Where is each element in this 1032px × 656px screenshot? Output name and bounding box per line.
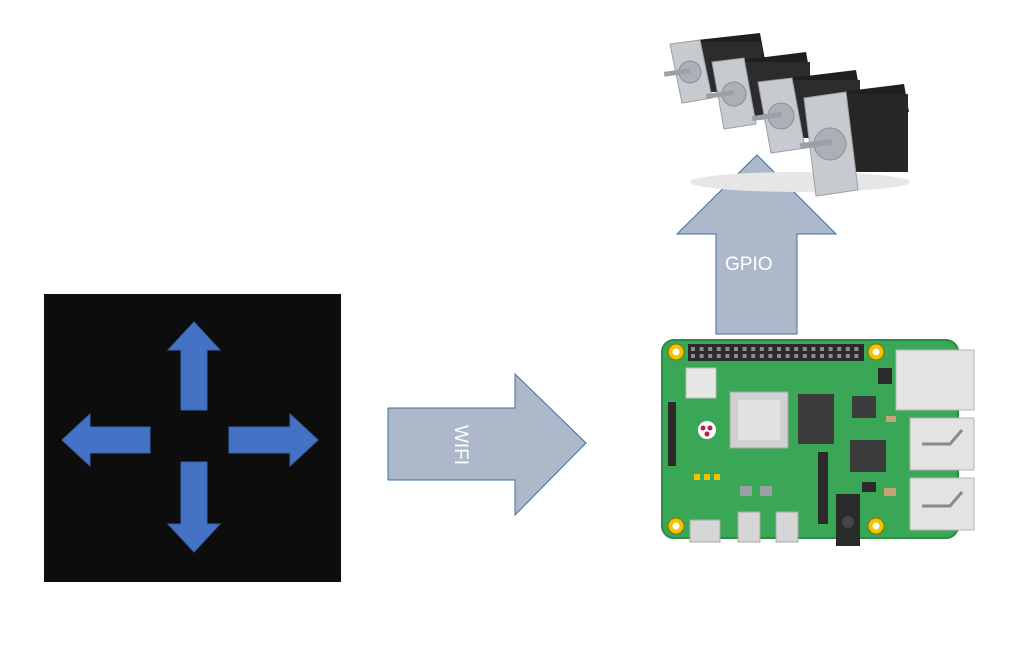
gpio-pin	[708, 347, 713, 351]
gpio-pin	[691, 354, 695, 358]
gpio-pin	[759, 354, 764, 358]
ethernet-port	[895, 349, 975, 411]
wifi-label: WIFI	[450, 424, 472, 466]
arrow-down-icon	[166, 461, 222, 553]
arrow-up-icon	[166, 321, 222, 411]
gpio-pin	[768, 347, 773, 351]
directional-pad-icon	[44, 294, 341, 582]
arrow-right-icon	[228, 412, 319, 468]
gpio-header	[688, 344, 864, 361]
gpio-pin	[734, 347, 738, 351]
gpio-pin	[802, 347, 807, 351]
gpio-pin	[845, 347, 850, 351]
gpio-pin	[785, 354, 790, 358]
wifi-flow-arrow	[387, 372, 587, 517]
gpio-pin	[777, 347, 781, 351]
gpio-flow-arrow	[675, 154, 838, 335]
gpio-pin	[708, 354, 713, 358]
gpio-pin	[854, 354, 859, 358]
gpio-pin	[820, 347, 824, 351]
gpio-pin	[751, 354, 756, 358]
gpio-pin	[716, 347, 721, 351]
gpio-pin	[811, 347, 816, 351]
gpio-pin	[828, 347, 833, 351]
gpio-pin	[725, 347, 730, 351]
gpio-pin	[828, 354, 833, 358]
raspberry-pi-board-icon	[661, 339, 975, 546]
stepper-motor-icon	[663, 33, 910, 197]
gpio-pin	[811, 354, 816, 358]
gpio-pin	[785, 347, 790, 351]
stepper-motor-1	[663, 33, 765, 104]
gpio-pin	[794, 347, 799, 351]
gpio-pin	[777, 354, 781, 358]
gpio-pin	[837, 347, 842, 351]
gpio-pin	[794, 354, 799, 358]
gpio-pin	[699, 354, 704, 358]
gpio-pin	[734, 354, 738, 358]
gpio-pin	[716, 354, 721, 358]
gpio-pin	[691, 347, 695, 351]
gpio-pin	[854, 347, 859, 351]
raspberry-logo	[698, 421, 716, 439]
gpio-pin	[725, 354, 730, 358]
gpio-pin	[759, 347, 764, 351]
stepper-motor-4	[799, 84, 909, 197]
gpio-pin	[699, 347, 704, 351]
gpio-pin	[802, 354, 807, 358]
gpio-pin	[820, 354, 824, 358]
gpio-pin	[837, 354, 842, 358]
gpio-pin	[768, 354, 773, 358]
gpio-label: GPIO	[725, 254, 773, 275]
usb-port-2	[909, 477, 975, 531]
gpio-pin	[742, 347, 747, 351]
gpio-pin	[751, 347, 756, 351]
arrow-left-icon	[61, 412, 151, 468]
gpio-pin	[845, 354, 850, 358]
gpio-pin	[742, 354, 747, 358]
